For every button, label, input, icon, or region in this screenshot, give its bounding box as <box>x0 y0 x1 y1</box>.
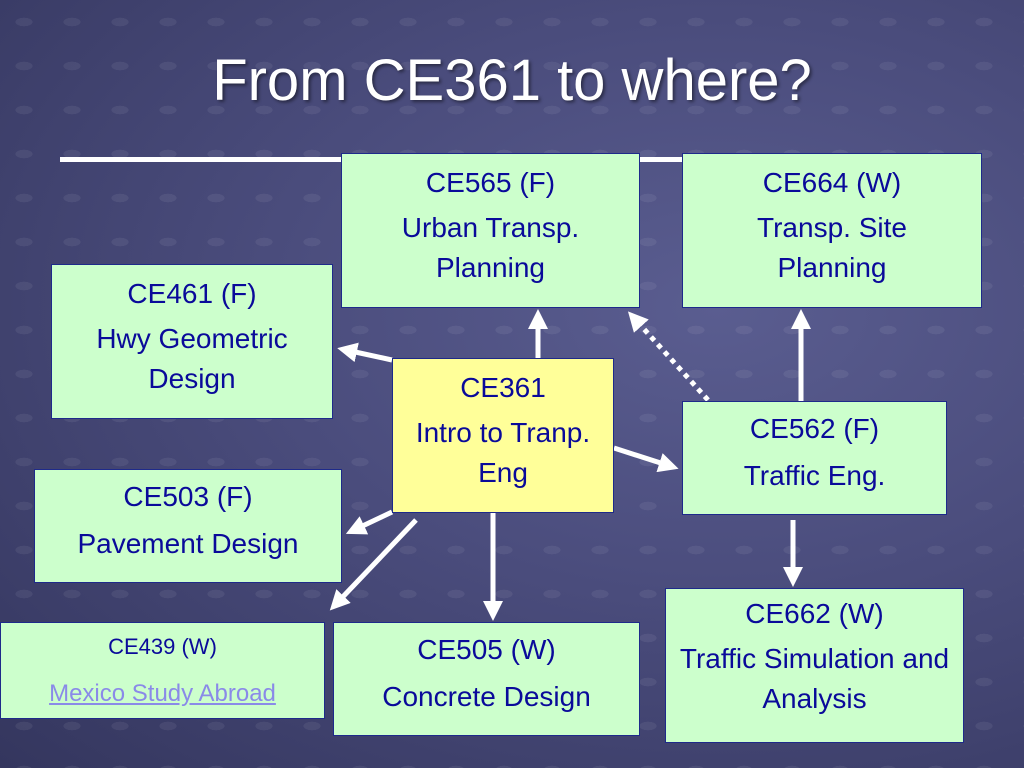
course-box-ce361: CE361 Intro to Tranp. Eng <box>392 358 614 513</box>
course-box-ce461: CE461 (F) Hwy Geometric Design <box>51 264 333 419</box>
course-code: CE662 (W) <box>745 598 884 629</box>
course-name: Transp. Site Planning <box>757 212 907 283</box>
course-box-ce562: CE562 (F) Traffic Eng. <box>682 401 947 515</box>
course-code: CE562 (F) <box>749 413 880 444</box>
slide-title: From CE361 to where? <box>212 48 812 113</box>
dotted-arrow-ce562-to-ce565 <box>627 311 710 402</box>
course-name: Pavement Design <box>77 528 299 559</box>
arrow-ce361-to-ce503 <box>345 509 394 535</box>
course-box-ce565: CE565 (F) Urban Transp. Planning <box>341 153 640 308</box>
course-box-ce439: CE439 (W) Mexico Study Abroad <box>0 622 325 719</box>
course-name: Intro to Tranp. Eng <box>415 417 591 488</box>
course-code: CE503 (F) <box>123 481 253 512</box>
course-code: CE664 (W) <box>762 167 902 198</box>
course-name: Traffic Simulation and Analysis <box>679 643 950 714</box>
course-box-ce662: CE662 (W) Traffic Simulation and Analysi… <box>665 588 964 743</box>
course-box-ce503: CE503 (F) Pavement Design <box>34 469 342 583</box>
course-code: CE361 <box>460 372 546 403</box>
course-name: Traffic Eng. <box>743 460 886 491</box>
mexico-study-abroad-link[interactable]: Mexico Study Abroad <box>49 680 276 707</box>
course-code: CE565 (F) <box>425 167 556 198</box>
arrow-ce361-to-ce461 <box>337 342 393 363</box>
course-code: CE439 (W) <box>108 634 217 659</box>
course-name: Concrete Design <box>382 681 591 712</box>
course-box-ce664: CE664 (W) Transp. Site Planning <box>682 153 982 308</box>
course-box-ce505: CE505 (W) Concrete Design <box>333 622 640 736</box>
arrow-ce361-to-ce439 <box>329 518 418 611</box>
course-name: Urban Transp. Planning <box>401 212 580 283</box>
course-name: Hwy Geometric Design <box>96 323 288 394</box>
course-code: CE461 (F) <box>127 278 257 309</box>
arrow-ce361-to-ce562 <box>613 445 679 473</box>
course-code: CE505 (W) <box>417 634 556 665</box>
